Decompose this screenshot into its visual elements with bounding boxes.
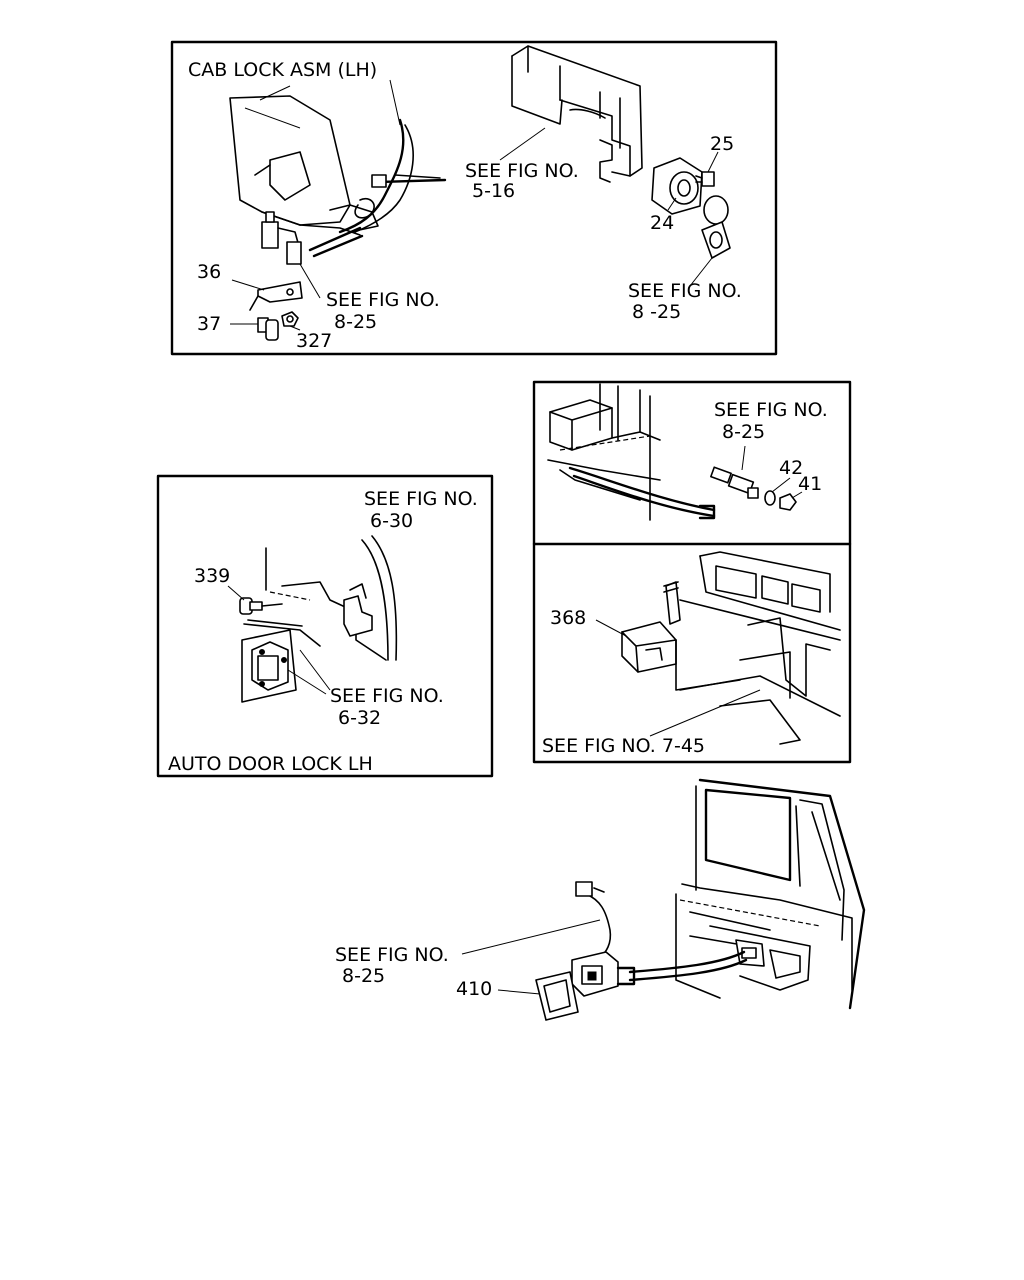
ref-5-16-line1: SEE FIG NO. bbox=[465, 160, 579, 182]
callout-24: 24 bbox=[650, 212, 674, 234]
callout-37: 37 bbox=[197, 313, 221, 335]
panel-cab-lock: CAB LOCK ASM (LH) SEE FIG NO. 5-16 25 24… bbox=[170, 40, 778, 356]
ref-right-top-line2: 8-25 bbox=[722, 421, 765, 443]
callout-368: 368 bbox=[550, 607, 586, 629]
panel-right: SEE FIG NO. 8-25 42 41 368 SEE FIG NO. 7… bbox=[532, 380, 852, 764]
panel-cab-lock-frame bbox=[170, 40, 778, 356]
panel-auto-door-lock: SEE FIG NO. 6-30 339 SEE FIG NO. 6-32 AU… bbox=[156, 474, 494, 778]
panel-right-frame bbox=[532, 380, 852, 764]
cab-panel-drawing bbox=[229, 95, 351, 226]
ref-8-25-right-line2: 8 -25 bbox=[632, 301, 681, 323]
ref-6-30-line1: SEE FIG NO. bbox=[364, 488, 478, 510]
panel-auto-door-lock-frame bbox=[156, 474, 494, 778]
ref-6-30-line2: 6-30 bbox=[370, 510, 413, 532]
ref-8-25-right-line1: SEE FIG NO. bbox=[628, 280, 742, 302]
ref-8-25-left-line2: 8-25 bbox=[334, 311, 377, 333]
ref-6-32-line2: 6-32 bbox=[338, 707, 381, 729]
callout-41: 41 bbox=[798, 473, 822, 495]
callout-25: 25 bbox=[710, 133, 734, 155]
callout-36: 36 bbox=[197, 261, 221, 283]
callout-42: 42 bbox=[779, 457, 803, 479]
callout-339: 339 bbox=[194, 565, 230, 587]
ref-door-line2: 8-25 bbox=[342, 965, 385, 987]
ref-door-line1: SEE FIG NO. bbox=[335, 944, 449, 966]
auto-door-lock-caption: AUTO DOOR LOCK LH bbox=[168, 753, 373, 775]
ref-8-25-left-line1: SEE FIG NO. bbox=[326, 289, 440, 311]
ref-7-45: SEE FIG NO. 7-45 bbox=[542, 735, 705, 757]
callout-327: 327 bbox=[296, 330, 332, 352]
cab-lock-title: CAB LOCK ASM (LH) bbox=[188, 59, 377, 81]
callout-410: 410 bbox=[456, 978, 492, 1000]
ref-right-top-line1: SEE FIG NO. bbox=[714, 399, 828, 421]
ref-5-16-line2: 5-16 bbox=[472, 180, 515, 202]
door-section: SEE FIG NO. 8-25 410 bbox=[335, 778, 866, 1021]
ref-6-32-line1: SEE FIG NO. bbox=[330, 685, 444, 707]
